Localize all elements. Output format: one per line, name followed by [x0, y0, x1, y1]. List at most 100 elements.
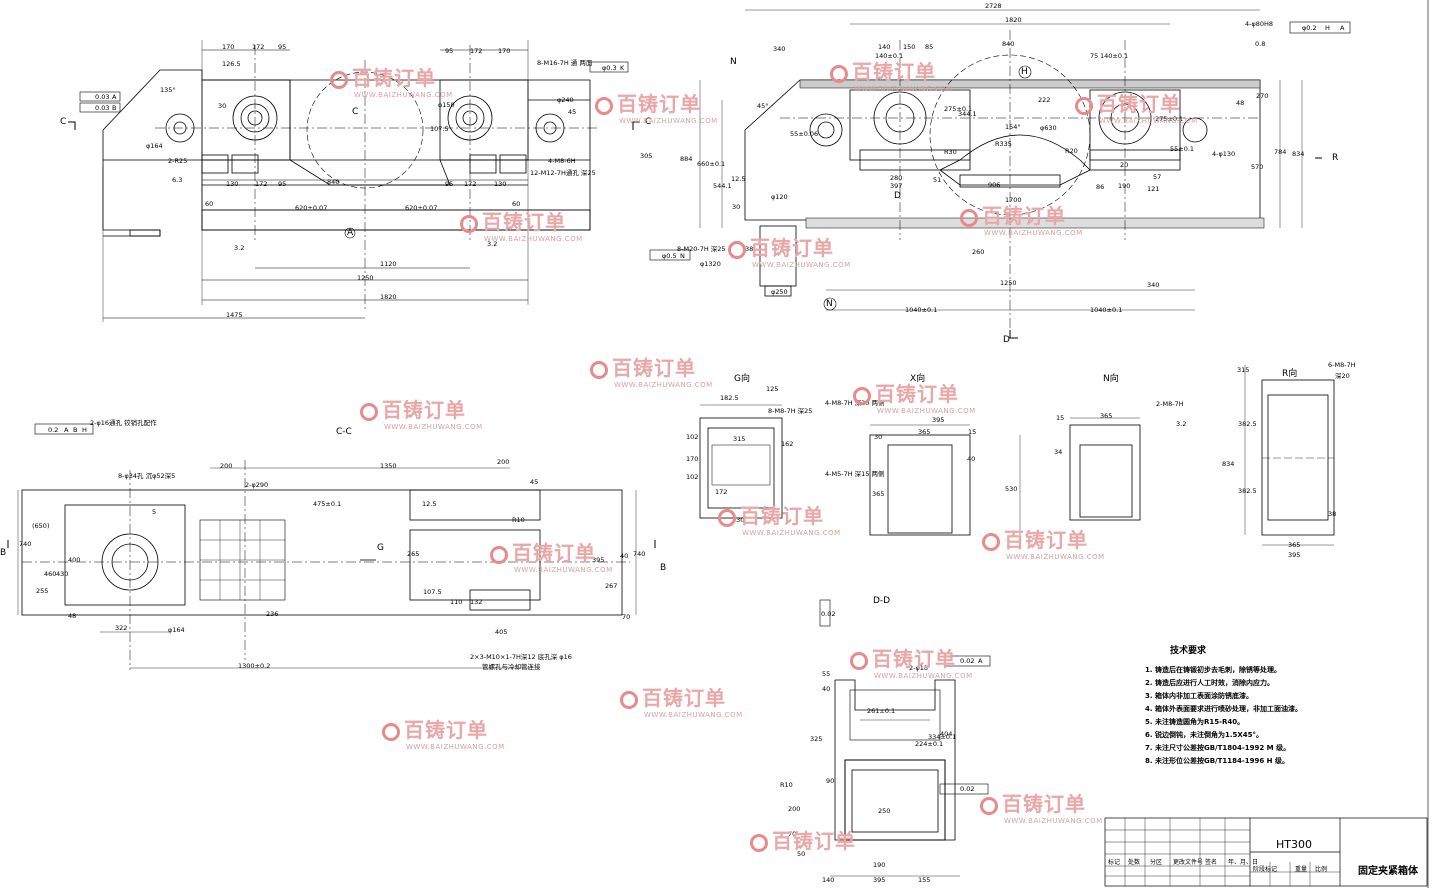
dim: 570 [1251, 163, 1264, 171]
dim: 3.2 [234, 244, 245, 252]
dim: 20 [1120, 161, 1129, 169]
hole-note-16: 2-φ16通孔 铰销孔配作 [90, 419, 157, 427]
dim: 405 [495, 628, 508, 636]
datum-b: B [112, 104, 117, 112]
dim: 2728 [985, 2, 1002, 10]
dim: φ250 [771, 288, 788, 296]
dim: 1250 [1000, 279, 1017, 287]
dim: 200 [497, 458, 510, 466]
dim: 365 [1100, 412, 1113, 420]
dim: 40 [620, 552, 629, 560]
dim: 1250 [357, 274, 374, 282]
dim: 150 [903, 43, 916, 51]
mark-a: A [347, 228, 354, 238]
dim: 12.5 [731, 175, 746, 183]
dim: 140±0.1 [1100, 52, 1129, 60]
dim: 344.1 [958, 110, 977, 118]
tol-value: 0.02 [960, 657, 975, 665]
thread-note-m8: 4-M8-6H [548, 157, 576, 165]
dim: 102 [686, 473, 699, 481]
mark-r: R [1332, 153, 1339, 163]
section-dd-title: D-D [873, 596, 891, 606]
dim: 12.5 [422, 500, 437, 508]
tb-ratio: 比例 [1315, 866, 1328, 873]
dim: 55±0.06 [790, 130, 819, 138]
dim: 140±0.1 [875, 52, 904, 60]
thread-note-m10: 2×3-M10×1-7H深12 底孔深 φ16 [470, 653, 572, 661]
dim: 430 [56, 570, 69, 578]
watermark-logo-icon [982, 533, 1000, 551]
dim: 1120 [380, 260, 397, 268]
mark-b: B [660, 563, 667, 573]
dim: 48 [68, 612, 77, 620]
mark-d: D [1003, 335, 1010, 345]
dim: 30 [218, 102, 227, 110]
tb-weight: 重量 [1295, 866, 1308, 873]
tech-item-1: 1. 铸造后在铸锻初步去毛刺，除锈等处理。 [1145, 666, 1281, 674]
dim: 45 [530, 478, 539, 486]
datum-k: K [620, 64, 625, 72]
dim: 740 [19, 540, 32, 548]
dim: 6.3 [172, 176, 183, 184]
dim: 95 [278, 180, 287, 188]
view-r-title: R向 [1282, 369, 1298, 379]
tech-item-6: 6. 锐边倒钝，未注倒角为1.5X45°。 [1145, 731, 1264, 739]
dim: 15 [1056, 414, 1065, 422]
tech-item-7: 7. 未注尺寸公差按GB/T1804-1992 M 级。 [1145, 744, 1291, 752]
dim: 265 [407, 550, 420, 558]
tol-value: 0.03 [95, 104, 110, 112]
dim: 5 [152, 508, 157, 516]
dim: 1475 [226, 311, 243, 319]
dim: 200 [220, 462, 233, 470]
dim: 475±0.1 [313, 500, 342, 508]
tb-header: 标记 [1108, 859, 1121, 866]
watermark-logo-icon [850, 652, 868, 670]
dim: 740 [633, 550, 646, 558]
dim: 620±0.07 [405, 204, 438, 212]
dim: 95 [278, 43, 287, 51]
dim: 544.1 [713, 182, 732, 190]
watermark-logo-icon [490, 546, 508, 564]
dim: 530 [1005, 485, 1018, 493]
dim: 125 [766, 385, 779, 393]
dim: 305 [640, 152, 653, 160]
tb-header: 处数 [1128, 859, 1141, 866]
watermark-logo-icon [853, 387, 871, 405]
dim: 884 [680, 155, 693, 163]
roughness: 0.8 [1255, 40, 1266, 48]
dim: 132 [470, 598, 483, 606]
datum-h: H [1325, 24, 1330, 32]
dim: 40 [822, 685, 831, 693]
dim: 275±0.1 [944, 105, 973, 113]
tb-header: 年、月、日 [1228, 859, 1259, 866]
dim: φ1320 [700, 260, 721, 268]
datum-b: B [73, 426, 78, 434]
datum-a: A [1340, 24, 1345, 32]
front-view [68, 40, 640, 322]
section-cc-title: C-C [336, 427, 352, 437]
view-n [1069, 417, 1141, 521]
view-x [869, 424, 1021, 536]
hole-note: 4-φ130 [1212, 150, 1236, 158]
dim: 154° [1005, 123, 1021, 131]
dim: R10 [512, 516, 525, 524]
dim: 784 [1274, 148, 1287, 156]
dim: 182.5 [720, 394, 739, 402]
dim: 404 [940, 730, 953, 738]
dim: 620±0.07 [295, 204, 328, 212]
dim: 102 [686, 433, 699, 441]
section-c-c [7, 423, 656, 670]
view-g-title: G向 [734, 374, 750, 384]
pipe-note: 管螺孔与冷却管连接 [482, 663, 541, 671]
hole-note: 4-φ80H8 [1245, 20, 1274, 28]
watermark-logo-icon [590, 361, 608, 379]
dim: 172 [252, 43, 265, 51]
mark-n-top: N [730, 57, 737, 67]
hole-note-34: 8-φ34孔 沉φ52深5 [118, 472, 176, 480]
datum-a: A [112, 93, 117, 101]
